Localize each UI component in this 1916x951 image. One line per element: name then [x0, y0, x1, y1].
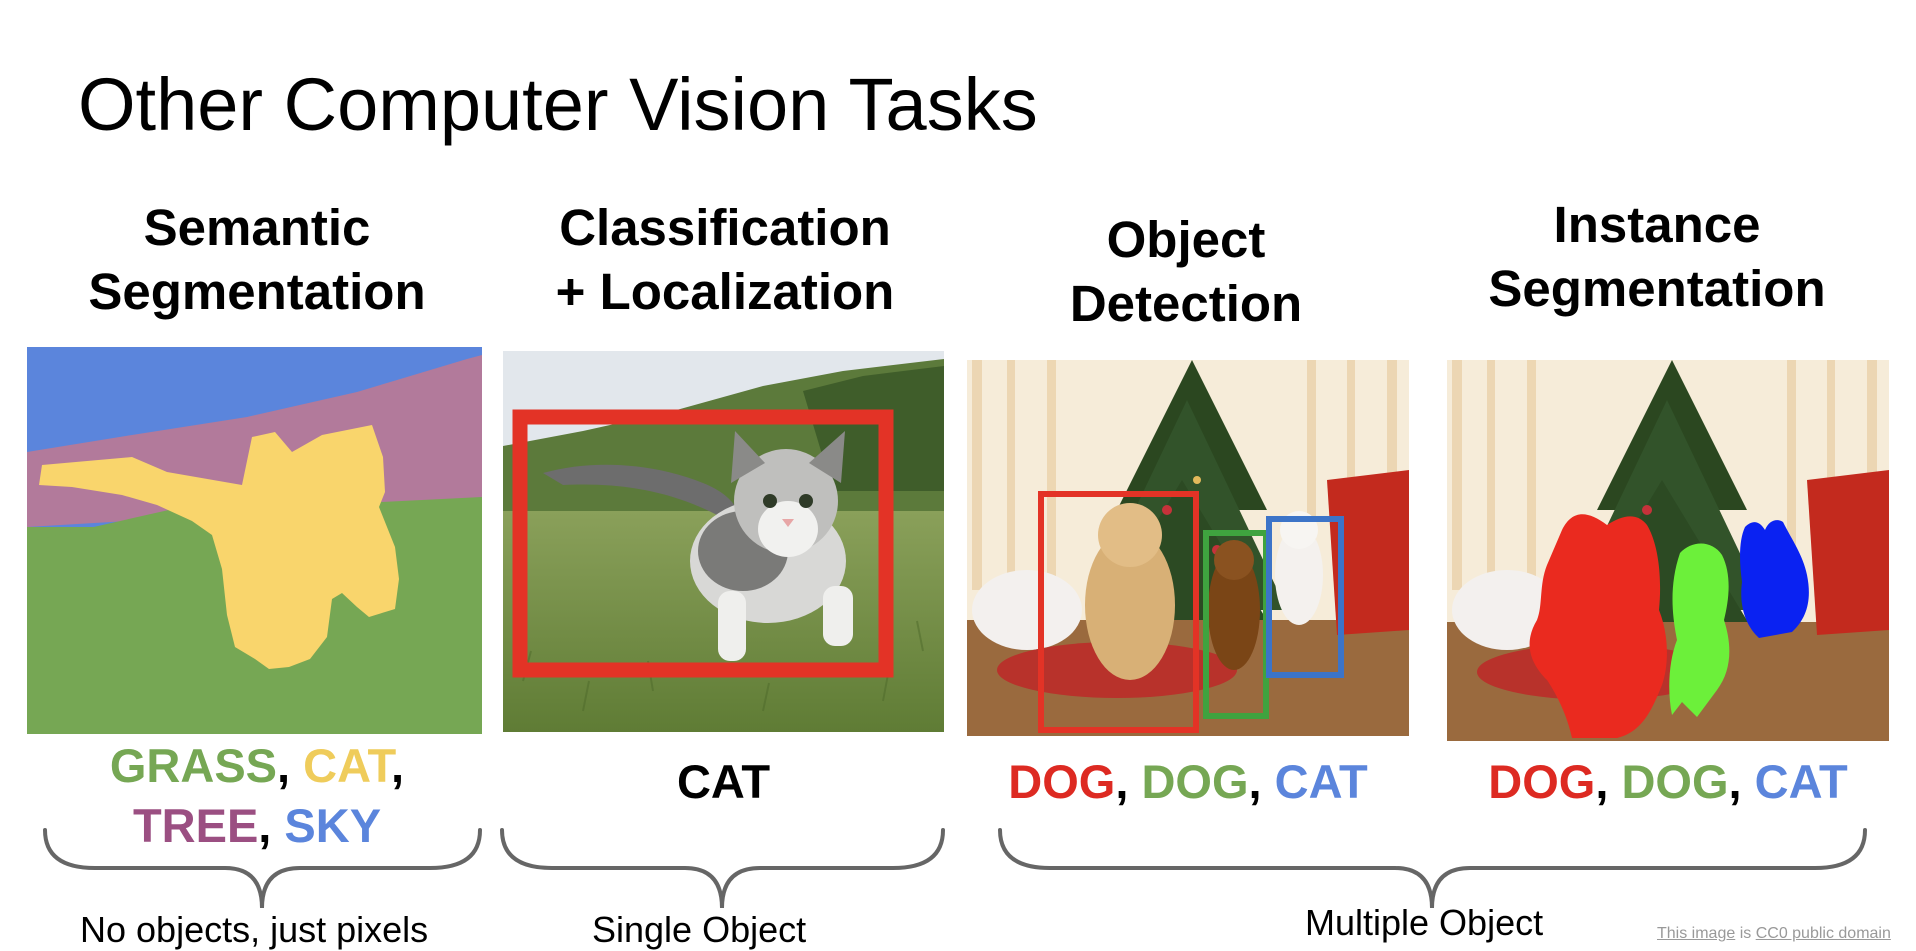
instance-labels: DOG, DOG, CAT — [1488, 755, 1848, 808]
brace-multiple — [998, 828, 1867, 909]
caption-multiple-object: Multiple Object — [1305, 902, 1544, 943]
detection-label-dog-1: DOG — [1008, 755, 1116, 808]
detection-label-cat: CAT — [1274, 755, 1368, 808]
semantic-segmentation-image — [27, 347, 482, 734]
semantic-labels: GRASS, CAT, TREE, SKY — [109, 739, 405, 852]
detection-labels: DOG, DOG, CAT — [1008, 755, 1368, 808]
instance-label-dog-1: DOG — [1488, 755, 1596, 808]
cat-photo — [503, 351, 944, 732]
instance-segmentation-photo — [1447, 360, 1889, 741]
credit-link-image[interactable]: This image — [1657, 925, 1736, 942]
label-sky: SKY — [284, 799, 382, 852]
cat-tail — [543, 464, 738, 521]
cat-box-blue — [1266, 516, 1344, 678]
spaniel — [1208, 550, 1260, 670]
classification-label: CAT — [676, 755, 771, 808]
dog-box-red — [1038, 491, 1199, 733]
instance-segmentation-title: Instance Segmentation — [1488, 196, 1826, 317]
detection-label-dog-2: DOG — [1141, 755, 1249, 808]
cat-mask-blue — [1740, 520, 1809, 638]
image-credit: This image is CC0 public domain — [1657, 925, 1891, 942]
dog-mask-green — [1669, 543, 1730, 717]
object-detection-photo — [967, 360, 1409, 736]
classification-localization-title: Classification + Localization — [555, 199, 895, 320]
instance-label-dog-2: DOG — [1621, 755, 1729, 808]
semantic-segmentation-title: Semantic Segmentation — [88, 199, 426, 320]
label-cat: CAT — [303, 739, 392, 792]
label-grass: GRASS — [109, 739, 278, 792]
brace-single — [500, 828, 945, 909]
golden-retriever — [1085, 530, 1175, 680]
caption-no-objects: No objects, just pixels — [80, 909, 429, 950]
label-tree: TREE — [132, 799, 259, 852]
localization-box — [512, 409, 894, 678]
brace-no-objects — [43, 828, 482, 909]
slide-title: Other Computer Vision Tasks — [78, 63, 1038, 146]
braces — [43, 828, 1867, 909]
object-detection-title: Object Detection — [1069, 211, 1303, 332]
instance-label-cat: CAT — [1754, 755, 1848, 808]
white-cat — [1275, 525, 1323, 625]
caption-single-object: Single Object — [592, 909, 807, 950]
cat-region — [39, 425, 399, 669]
dog-mask-red — [1529, 514, 1667, 738]
credit-link-license[interactable]: CC0 public domain — [1755, 925, 1891, 942]
